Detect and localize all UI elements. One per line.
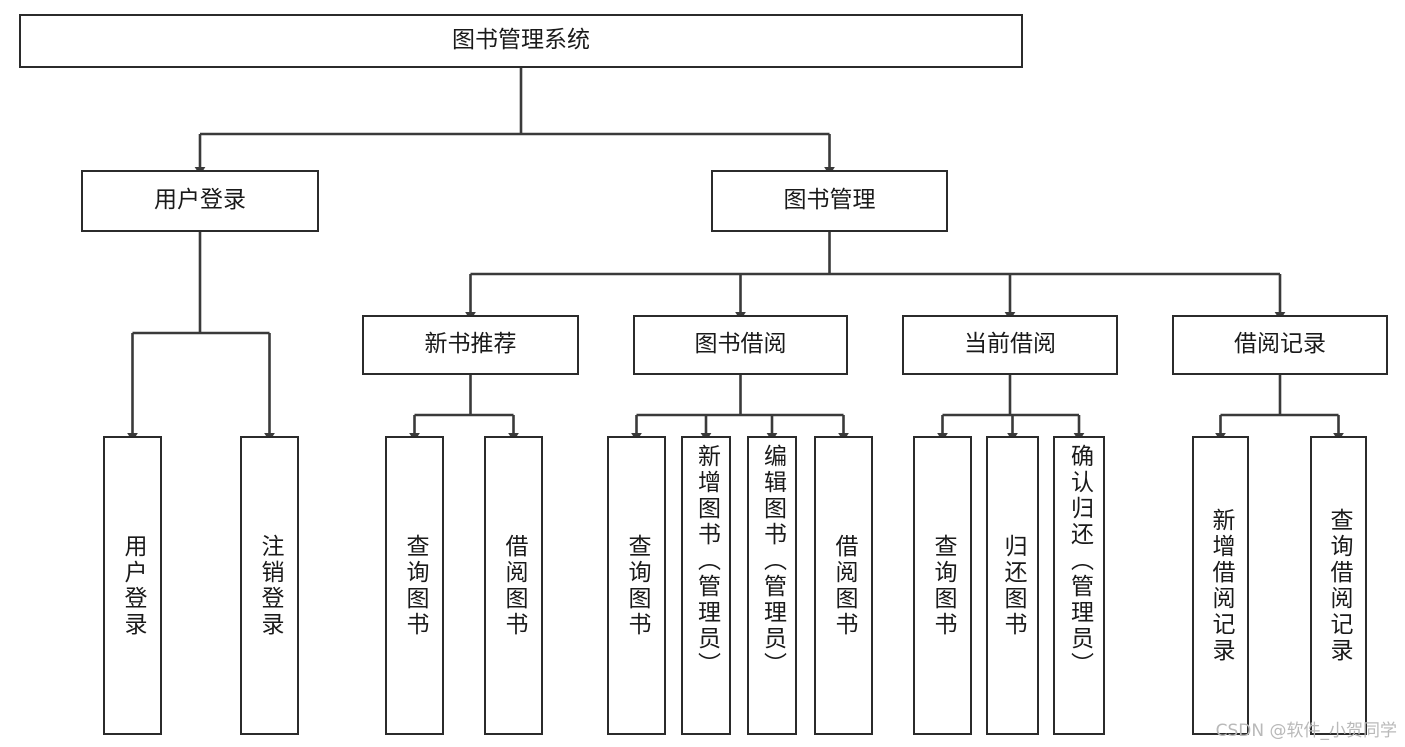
node-label: 图书管理 bbox=[783, 187, 876, 214]
node-leaf-query-1[interactable]: 查询图书 bbox=[385, 436, 444, 735]
node-leaf-borrow-2[interactable]: 借阅图书 bbox=[814, 436, 873, 735]
node-leaf-confirm[interactable]: 确认归还（管理员） bbox=[1053, 436, 1105, 735]
node-leaf-return[interactable]: 归还图书 bbox=[986, 436, 1039, 735]
node-label: 注销登录 bbox=[257, 533, 283, 638]
node-label: 查询图书 bbox=[402, 533, 428, 638]
node-label: 用户登录 bbox=[120, 533, 146, 638]
node-book-manage[interactable]: 图书管理 bbox=[711, 170, 948, 232]
node-label: 查询图书 bbox=[624, 533, 650, 638]
node-root[interactable]: 图书管理系统 bbox=[19, 14, 1023, 68]
node-label: 图书借阅 bbox=[694, 331, 787, 358]
node-current-borrow[interactable]: 当前借阅 bbox=[902, 315, 1118, 375]
node-leaf-logout[interactable]: 注销登录 bbox=[240, 436, 299, 735]
node-book-borrow[interactable]: 图书借阅 bbox=[633, 315, 848, 375]
node-label: 借阅图书 bbox=[831, 533, 857, 638]
node-user-login[interactable]: 用户登录 bbox=[81, 170, 319, 232]
node-label: 借阅记录 bbox=[1234, 331, 1326, 358]
node-label: 借阅图书 bbox=[501, 533, 527, 638]
node-new-book-rec[interactable]: 新书推荐 bbox=[362, 315, 579, 375]
node-label: 查询借阅记录 bbox=[1326, 507, 1352, 664]
node-label: 图书管理系统 bbox=[452, 27, 590, 54]
connectors-group bbox=[127, 68, 1344, 442]
node-borrow-record[interactable]: 借阅记录 bbox=[1172, 315, 1388, 375]
node-label: 确认归还（管理员） bbox=[1066, 444, 1093, 678]
node-label: 新增图书（管理员） bbox=[693, 444, 720, 678]
node-leaf-query-rec[interactable]: 查询借阅记录 bbox=[1310, 436, 1367, 735]
node-leaf-query-3[interactable]: 查询图书 bbox=[913, 436, 972, 735]
node-leaf-borrow-1[interactable]: 借阅图书 bbox=[484, 436, 543, 735]
node-leaf-user-login[interactable]: 用户登录 bbox=[103, 436, 162, 735]
node-label: 编辑图书（管理员） bbox=[759, 444, 786, 678]
node-leaf-add-rec[interactable]: 新增借阅记录 bbox=[1192, 436, 1249, 735]
node-label: 归还图书 bbox=[1000, 533, 1026, 638]
node-leaf-add-book[interactable]: 新增图书（管理员） bbox=[681, 436, 731, 735]
watermark-text: CSDN @软件_小贺同学 bbox=[1215, 721, 1397, 741]
node-label: 新增借阅记录 bbox=[1208, 507, 1234, 664]
node-label: 当前借阅 bbox=[964, 331, 1056, 358]
node-leaf-edit-book[interactable]: 编辑图书（管理员） bbox=[747, 436, 797, 735]
node-label: 用户登录 bbox=[154, 187, 246, 214]
node-label: 新书推荐 bbox=[424, 331, 517, 358]
node-label: 查询图书 bbox=[930, 533, 956, 638]
node-leaf-query-2[interactable]: 查询图书 bbox=[607, 436, 666, 735]
